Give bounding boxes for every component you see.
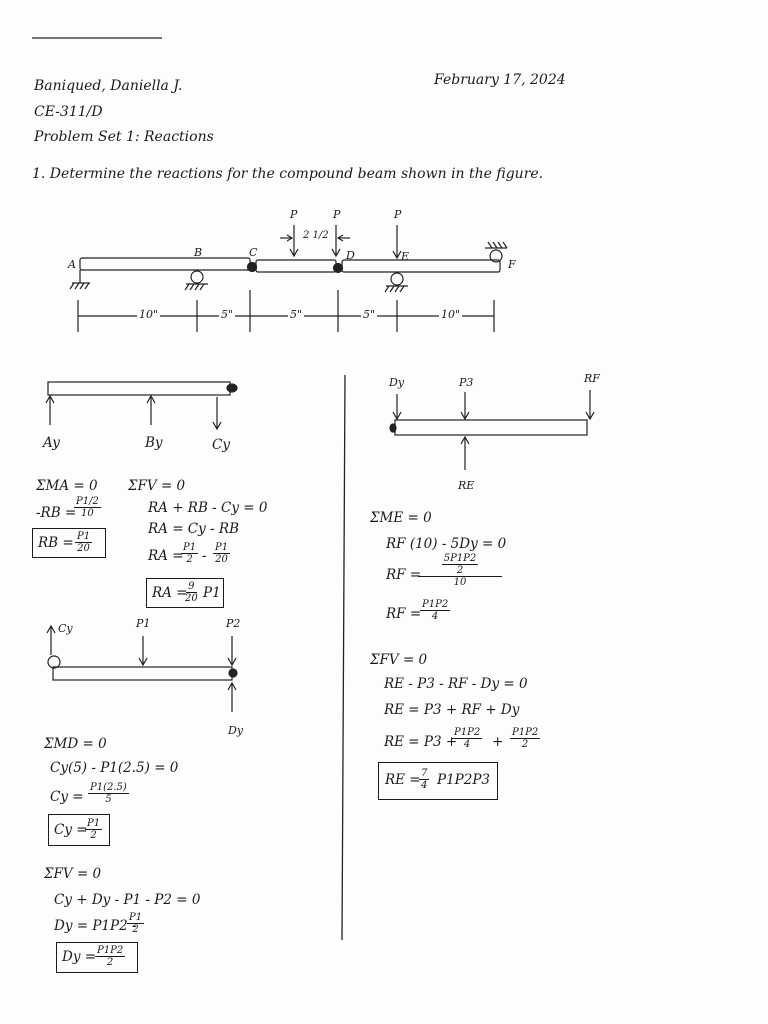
ab-sum-fv: ΣFV = 0 [128, 478, 186, 494]
dim-cd: 5" [288, 308, 305, 321]
df-eq-1: RF (10) - 5Dy = 0 [386, 536, 507, 552]
fbd-segment-ac [45, 381, 238, 431]
point-f-label: F [508, 258, 516, 271]
fbd2-beam [52, 666, 233, 681]
point-d-label: D [346, 249, 355, 262]
point-e-label: E [401, 250, 410, 263]
date: February 17, 2024 [434, 72, 566, 88]
fbd2-p2: P2 [226, 617, 241, 630]
df-sum-me: ΣME = 0 [370, 510, 432, 526]
dim-ab: 10" [137, 308, 161, 321]
fbd2-cy: Cy [58, 622, 73, 635]
fbd1-by: By [145, 435, 163, 451]
cd-sum-fv: ΣFV = 0 [44, 866, 102, 882]
dim-de: 5" [361, 308, 378, 321]
roller-b [190, 270, 204, 284]
ab-eq-2: RA = Cy - RB [148, 521, 239, 537]
spacing-label: 2 1/2 [303, 230, 329, 241]
fbd2-p1: P1 [136, 617, 151, 630]
course-code: CE-311/D [34, 104, 103, 120]
fbd3-re: RE [458, 479, 475, 492]
load-label-3: P [394, 208, 402, 221]
fbd3-dy: Dy [389, 376, 405, 389]
fbd1-beam [47, 381, 231, 396]
point-b-label: B [194, 246, 203, 259]
hinge-c [246, 261, 258, 273]
ab-sum-ma: ΣMA = 0 [36, 478, 98, 494]
fbd-segment-cd [46, 624, 238, 712]
compound-beam-figure [69, 225, 508, 332]
fbd-segment-df [389, 390, 595, 470]
fbd1-ay: Ay [43, 435, 60, 451]
fbd3-rf: RF [584, 372, 600, 385]
fbd3-p3: P3 [459, 376, 474, 389]
ab-eq-1: RA + RB - Cy = 0 [148, 500, 268, 516]
roller-e [390, 272, 404, 286]
cd-dy-lhs: Dy = P1P2 - [54, 918, 137, 934]
load-label-1: P [290, 208, 298, 221]
beam-segment-cd [255, 259, 337, 273]
column-divider [341, 374, 346, 941]
point-c-label: C [249, 246, 258, 259]
cd-eq-2: Cy + Dy - P1 - P2 = 0 [54, 892, 201, 908]
problem-set-title: Problem Set 1: Reactions [34, 129, 214, 145]
fbd2-dy: Dy [228, 724, 244, 737]
dim-ef: 10" [439, 308, 463, 321]
dim-bc: 5" [219, 308, 236, 321]
beam-segment-df [341, 259, 501, 273]
df-eq-3: RE = P3 + RF + Dy [384, 702, 520, 718]
ab-rb-lhs: -RB = [36, 505, 77, 521]
cd-eq-1: Cy(5) - P1(2.5) = 0 [50, 760, 179, 776]
df-rf2-lhs: RF = [386, 606, 422, 622]
beam-segment-ac [79, 257, 251, 271]
roller-f [489, 249, 503, 263]
problem-statement: 1. Determine the reactions for the compo… [32, 166, 544, 182]
point-a-label: A [68, 258, 76, 271]
df-eq-2: RE - P3 - RF - Dy = 0 [384, 676, 528, 692]
hinge-d [332, 262, 344, 274]
df-eq-4-lhs: RE = P3 + [384, 734, 458, 750]
student-name: Baniqued, Daniella J. [34, 78, 183, 94]
cd-cy-fraction: P1(2.5)5 [88, 782, 129, 805]
fbd3-beam [394, 419, 588, 436]
cd-sum-md: ΣMD = 0 [44, 736, 107, 752]
df-rf-lhs: RF = [386, 567, 422, 583]
cd-cy-lhs: Cy = [50, 789, 84, 805]
ab-eq-3-lhs: RA = [148, 548, 184, 564]
fbd1-cy: Cy [212, 437, 230, 453]
load-label-2: P [333, 208, 341, 221]
df-sum-fv: ΣFV = 0 [370, 652, 428, 668]
df-rf-fraction: 5P1P2 2 10 [418, 553, 502, 588]
